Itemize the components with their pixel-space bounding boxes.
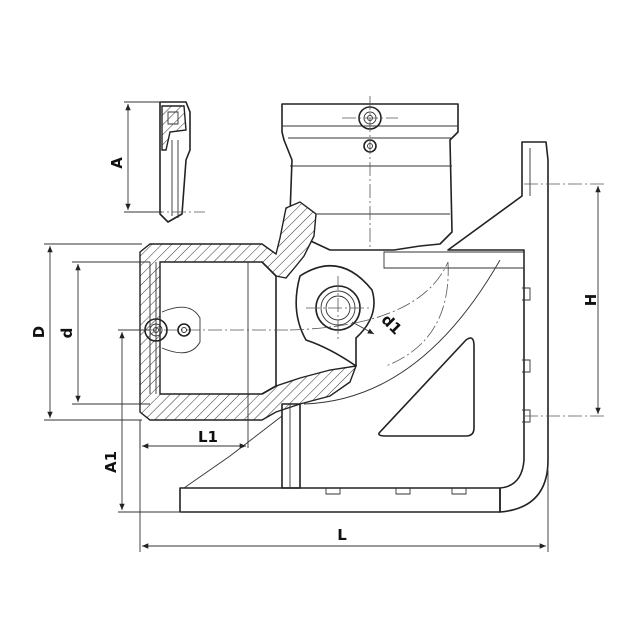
dimension-A1: A1: [102, 329, 182, 513]
label-L1: L1: [198, 428, 218, 446]
dimension-H: H: [524, 183, 604, 417]
label-H: H: [582, 294, 600, 307]
dimension-d: d: [58, 261, 150, 405]
top-socket: [281, 96, 459, 251]
side-socket-section: [120, 201, 358, 421]
dimension-D: D: [30, 243, 142, 421]
dimension-L: L: [139, 420, 549, 552]
label-d1: d1: [378, 311, 406, 339]
label-D: D: [30, 326, 48, 338]
central-bore: [289, 261, 449, 367]
label-d: d: [58, 328, 76, 339]
wall-bracket: [303, 141, 549, 513]
detail-section-view: [150, 101, 205, 223]
label-L: L: [337, 526, 347, 544]
dimension-A: A: [108, 101, 162, 213]
label-A: A: [108, 157, 126, 169]
dimension-L1: L1: [139, 394, 249, 449]
label-A1: A1: [102, 451, 120, 473]
